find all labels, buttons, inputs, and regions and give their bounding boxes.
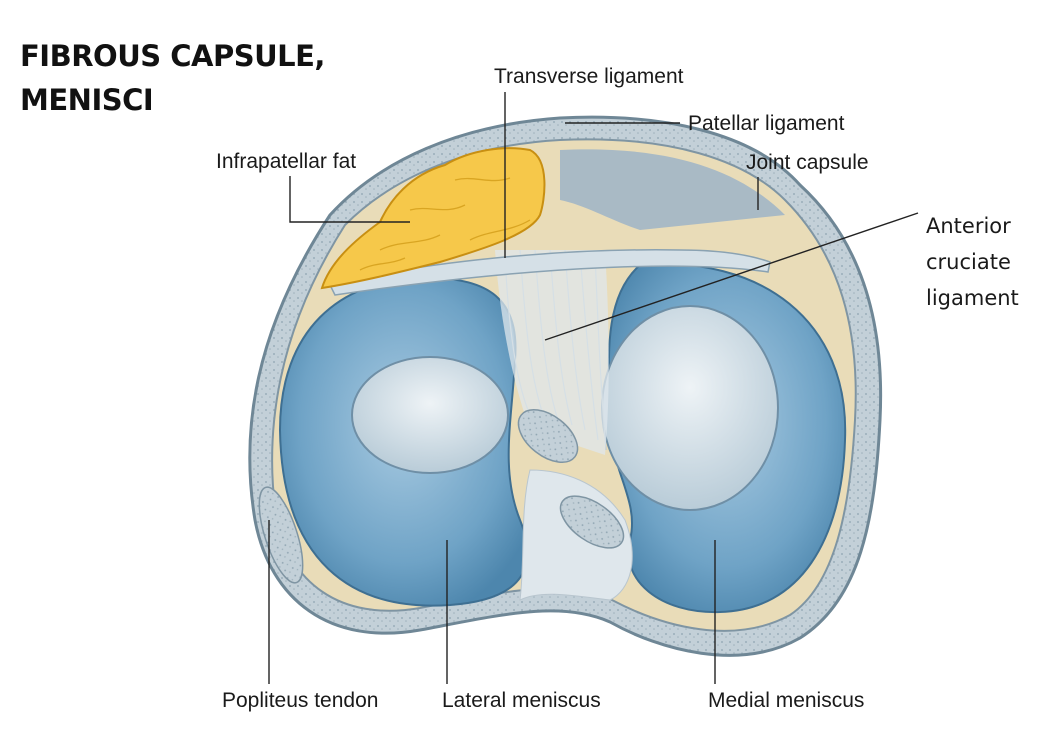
label-popliteus-tendon: Popliteus tendon [222,689,379,712]
label-transverse-ligament: Transverse ligament [494,65,684,88]
posterior-fibres [519,469,633,601]
acl-line-2: cruciate [926,250,1011,274]
label-patellar-ligament: Patellar ligament [688,112,845,135]
posterior-horn-pad [559,495,625,549]
leader-lines [268,92,919,684]
label-lateral-meniscus: Lateral meniscus [442,689,601,712]
title-line-1: FIBROUS CAPSULE, [20,39,325,73]
anterior-horn-pad [517,409,579,463]
leader-acl [544,212,919,341]
acl-line-1: Anterior [926,214,1011,238]
popliteus-tendon-shape [258,486,304,584]
lateral-condyle-surface [351,356,509,474]
label-anterior-cruciate-ligament: Anterior cruciate ligament [926,208,1019,316]
leader-infrapatellar [289,176,410,223]
title-line-2: MENISCI [20,83,154,117]
transverse-ligament-band [328,249,771,296]
capsule-lining [560,149,785,230]
medial-condyle-surface [601,305,779,511]
fat-lobule-lines [359,177,531,271]
label-joint-capsule: Joint capsule [746,151,869,174]
acl-line-3: ligament [926,286,1019,310]
acl-body [495,250,609,455]
label-infrapatellar-fat: Infrapatellar fat [216,150,357,173]
label-medial-meniscus: Medial meniscus [708,689,865,712]
